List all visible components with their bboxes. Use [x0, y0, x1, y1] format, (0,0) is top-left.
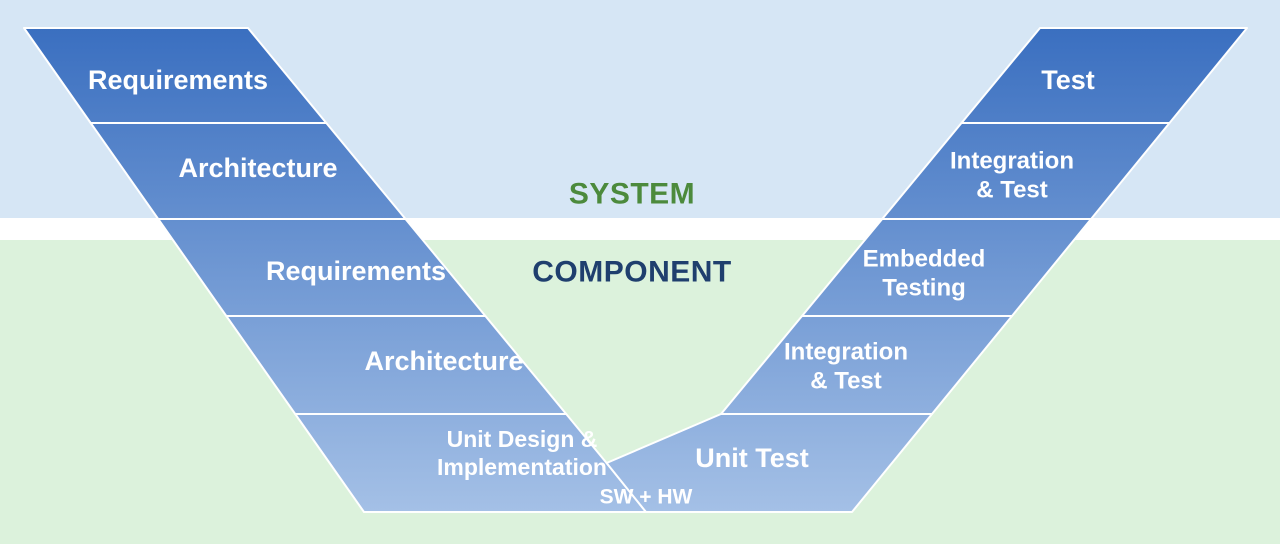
left-segment-2-label: Architecture: [178, 153, 337, 183]
right-segment-4-label-line: Integration: [784, 338, 908, 365]
right-segment-4-label: Integration& Test: [784, 338, 908, 394]
right-segment-3-label-line: Embedded: [863, 245, 986, 272]
right-segment-1-label: Test: [1041, 65, 1095, 95]
right-segment-5: [605, 413, 933, 513]
left-segment-5-label: Unit Design &Implementation: [437, 426, 607, 480]
right-segment-1-label-line: Test: [1041, 65, 1095, 95]
left-segment-3-label: Requirements: [266, 256, 446, 286]
left-segment-4-label-line: Architecture: [364, 346, 523, 376]
left-segment-1-label-line: Requirements: [88, 65, 268, 95]
system-zone-label: SYSTEM: [569, 178, 695, 211]
left-segment-4-label: Architecture: [364, 346, 523, 376]
right-segment-4-label-line: & Test: [810, 367, 882, 394]
left-segment-1-label: Requirements: [88, 65, 268, 95]
left-segment-3-label-line: Requirements: [266, 256, 446, 286]
right-segment-2-label-line: & Test: [976, 176, 1048, 203]
left-segment-5-label-line: Implementation: [437, 454, 607, 480]
sw-hw-label: SW + HW: [600, 486, 693, 509]
right-segment-2-label: Integration& Test: [950, 147, 1074, 203]
right-segment-5-label-line: Unit Test: [695, 443, 809, 473]
v-segments: RequirementsArchitectureRequirementsArch…: [23, 27, 1248, 513]
right-segment-2-label-line: Integration: [950, 147, 1074, 174]
left-segment-2-label-line: Architecture: [178, 153, 337, 183]
left-segment-5-label-line: Unit Design &: [447, 426, 598, 452]
right-segment-3-label-line: Testing: [882, 274, 966, 301]
component-zone-label: COMPONENT: [532, 256, 732, 289]
right-segment-5-label: Unit Test: [695, 443, 809, 473]
